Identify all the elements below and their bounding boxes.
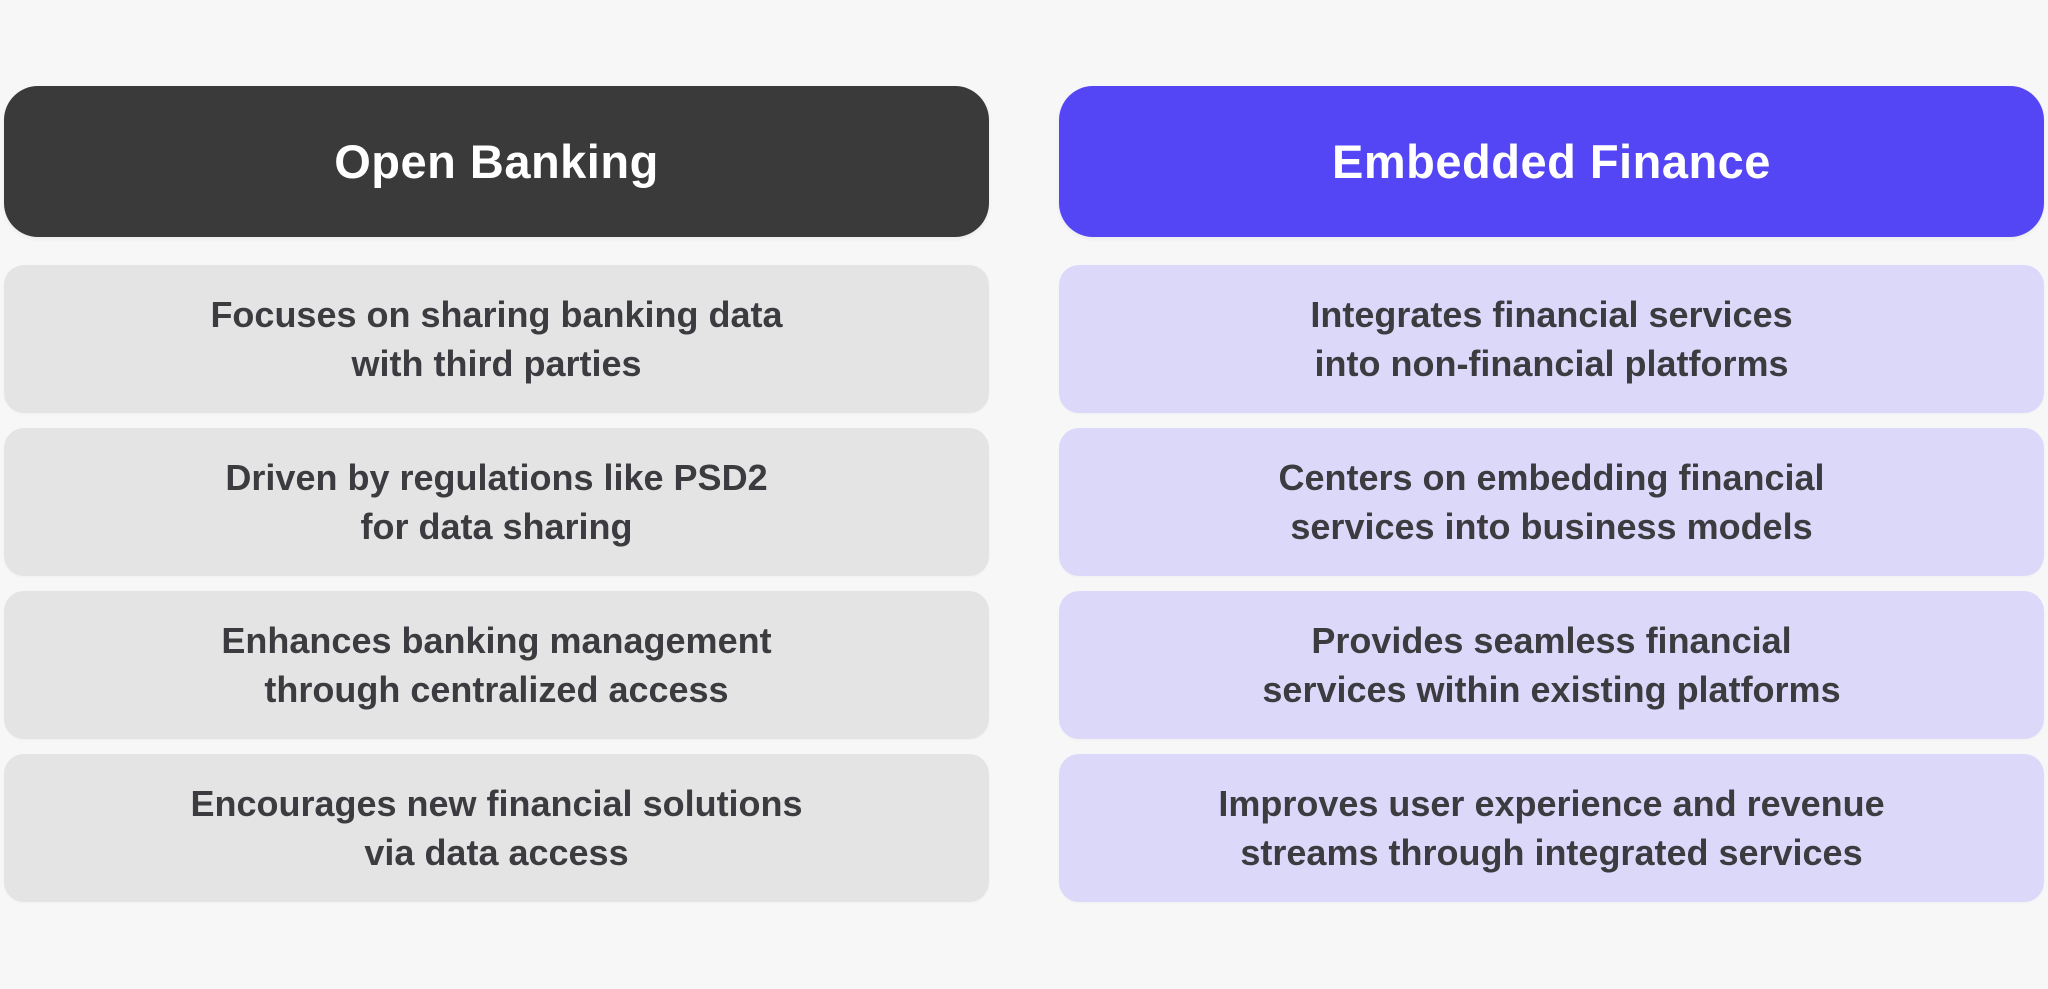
point-line: through centralized access <box>264 669 729 710</box>
point-line: streams through integrated services <box>1240 832 1863 873</box>
point-line: services within existing platforms <box>1262 669 1841 710</box>
point-line: Focuses on sharing banking data <box>210 294 783 335</box>
column-embedded-finance: Embedded Finance Integrates financial se… <box>1059 86 2044 989</box>
embedded-finance-point-3: Provides seamless financial services wit… <box>1059 591 2044 739</box>
point-line: via data access <box>364 832 629 873</box>
open-banking-point-2: Driven by regulations like PSD2 for data… <box>4 428 989 576</box>
point-line: Improves user experience and revenue <box>1218 783 1885 824</box>
point-line: Driven by regulations like PSD2 <box>225 457 768 498</box>
open-banking-point-1: Focuses on sharing banking data with thi… <box>4 265 989 413</box>
point-line: services into business models <box>1290 506 1813 547</box>
embedded-finance-point-2: Centers on embedding financial services … <box>1059 428 2044 576</box>
point-line: Encourages new financial solutions <box>190 783 803 824</box>
point-line: Integrates financial services <box>1310 294 1793 335</box>
point-line: Provides seamless financial <box>1311 620 1792 661</box>
point-line: into non-financial platforms <box>1314 343 1789 384</box>
point-line: Enhances banking management <box>221 620 772 661</box>
embedded-finance-point-4: Improves user experience and revenue str… <box>1059 754 2044 902</box>
point-line: Centers on embedding financial <box>1278 457 1825 498</box>
open-banking-header: Open Banking <box>4 86 989 237</box>
open-banking-point-4: Encourages new financial solutions via d… <box>4 754 989 902</box>
point-line: for data sharing <box>360 506 633 547</box>
point-line: with third parties <box>351 343 642 384</box>
column-open-banking: Open Banking Focuses on sharing banking … <box>4 86 989 989</box>
open-banking-point-3: Enhances banking management through cent… <box>4 591 989 739</box>
embedded-finance-point-1: Integrates financial services into non-f… <box>1059 265 2044 413</box>
embedded-finance-header: Embedded Finance <box>1059 86 2044 237</box>
